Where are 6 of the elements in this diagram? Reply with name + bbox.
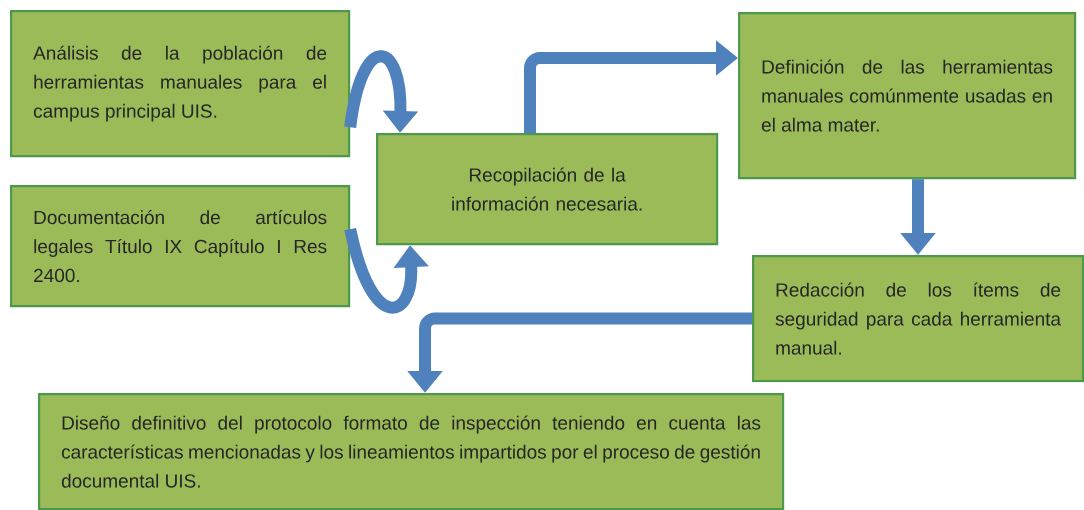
process-box: Recopilación de la información necesaria. bbox=[376, 133, 719, 246]
process-box: Definición de las herramientas manuales comúnmente usadas en el alma mater. bbox=[738, 12, 1077, 180]
process-box: Redacción de los ítems de seguridad para cada herramienta manual. bbox=[752, 255, 1084, 383]
process-box: Documentación de artículos legales Título IX Capítulo I Res 2400. bbox=[10, 185, 351, 308]
process-box: Diseño definitivo del protocolo formato de inspección teniendo en cuenta las características mencionadas y los lineamientos impartidos por el proceso de gestión documental UIS. bbox=[38, 393, 785, 510]
process-box: Análisis de la población de herramientas manuales para el campus principal UIS. bbox=[10, 10, 351, 158]
